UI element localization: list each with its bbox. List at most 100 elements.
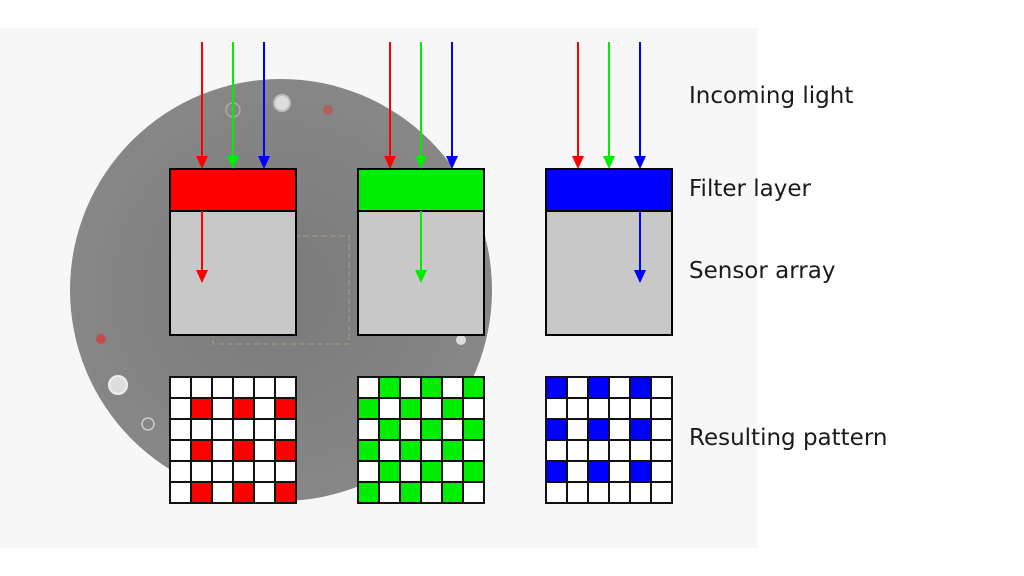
pattern-cell-red [190,439,213,462]
pattern-cell-red [274,439,297,462]
pattern-cell-empty [399,418,422,441]
pattern-cell-empty [441,460,464,483]
pattern-cell-empty [566,460,589,483]
passed-red-arrow [196,211,208,283]
pattern-cell-empty [629,397,652,420]
pattern-cell-empty [211,418,234,441]
pattern-cell-green [378,376,401,399]
pattern-cell-green [399,481,422,504]
pattern-cell-empty [169,460,192,483]
passed-green-arrow [415,211,427,283]
pattern-cell-empty [587,439,610,462]
arrow-head-icon [634,270,646,283]
arrow-head-icon [415,156,427,169]
pattern-cell-empty [608,397,631,420]
pattern-cell-empty [650,376,673,399]
pattern-cell-empty [587,397,610,420]
incoming-blue-arrow [634,42,646,169]
pattern-cell-empty [608,481,631,504]
pattern-cell-green [357,397,380,420]
incoming-red-arrow [196,42,208,169]
pattern-cell-empty [253,397,276,420]
pattern-cell-empty [357,376,380,399]
pattern-cell-green [420,376,443,399]
label-sensor-array: Sensor array [689,258,836,284]
sensor-blue [545,210,673,336]
pattern-cell-green [357,481,380,504]
pattern-cell-green [420,418,443,441]
camera-led-icon [96,334,106,344]
pattern-cell-empty [608,439,631,462]
pattern-cell-empty [650,418,673,441]
pattern-cell-red [274,397,297,420]
pattern-cell-empty [211,376,234,399]
pattern-cell-empty [253,439,276,462]
pattern-cell-red [190,397,213,420]
pattern-cell-empty [253,460,276,483]
pattern-grid-green [357,376,485,504]
pattern-cell-empty [566,418,589,441]
pattern-cell-green [399,397,422,420]
pattern-cell-empty [378,481,401,504]
pattern-cell-empty [274,418,297,441]
pattern-cell-empty [169,481,192,504]
pattern-cell-red [232,481,255,504]
pattern-cell-green [357,439,380,462]
arrow-head-icon [634,156,646,169]
pattern-cell-empty [378,397,401,420]
label-resulting-pattern: Resulting pattern [689,425,888,451]
pattern-cell-empty [420,397,443,420]
incoming-green-arrow [415,42,427,169]
filter-red [169,168,297,212]
arrow-head-icon [196,156,208,169]
pattern-cell-empty [462,481,485,504]
arrow-head-icon [196,270,208,283]
pattern-cell-blue [587,376,610,399]
pattern-cell-green [378,418,401,441]
passed-blue-arrow [634,211,646,283]
pattern-cell-green [378,460,401,483]
pattern-cell-empty [608,460,631,483]
pattern-cell-empty [420,439,443,462]
camera-screw-icon [456,335,466,345]
pattern-cell-empty [274,460,297,483]
pattern-cell-empty [357,460,380,483]
pattern-cell-empty [629,481,652,504]
pattern-cell-green [420,460,443,483]
pattern-grid-blue [545,376,673,504]
pattern-cell-empty [169,418,192,441]
pattern-cell-empty [169,397,192,420]
pattern-cell-empty [169,376,192,399]
incoming-red-arrow [572,42,584,169]
pattern-cell-green [399,439,422,462]
arrow-head-icon [415,270,427,283]
pattern-grid-red [169,376,297,504]
pattern-cell-blue [629,460,652,483]
pattern-cell-green [462,460,485,483]
pattern-cell-green [441,439,464,462]
pattern-cell-red [232,397,255,420]
pattern-cell-empty [650,460,673,483]
filter-blue [545,168,673,212]
pattern-cell-blue [545,418,568,441]
pattern-cell-empty [190,460,213,483]
camera-led-icon [323,105,333,115]
pattern-cell-blue [545,376,568,399]
column-blue [545,42,673,504]
pattern-cell-empty [357,418,380,441]
label-incoming-light: Incoming light [689,83,854,109]
pattern-cell-empty [211,460,234,483]
pattern-cell-blue [587,418,610,441]
pattern-cell-empty [420,481,443,504]
arrow-head-icon [446,156,458,169]
camera-screw-icon [273,94,291,112]
pattern-cell-green [441,397,464,420]
pattern-cell-empty [169,439,192,462]
pattern-cell-empty [211,397,234,420]
pattern-cell-empty [190,376,213,399]
filter-green [357,168,485,212]
arrow-head-icon [384,156,396,169]
pattern-cell-empty [629,439,652,462]
column-red [169,42,297,504]
